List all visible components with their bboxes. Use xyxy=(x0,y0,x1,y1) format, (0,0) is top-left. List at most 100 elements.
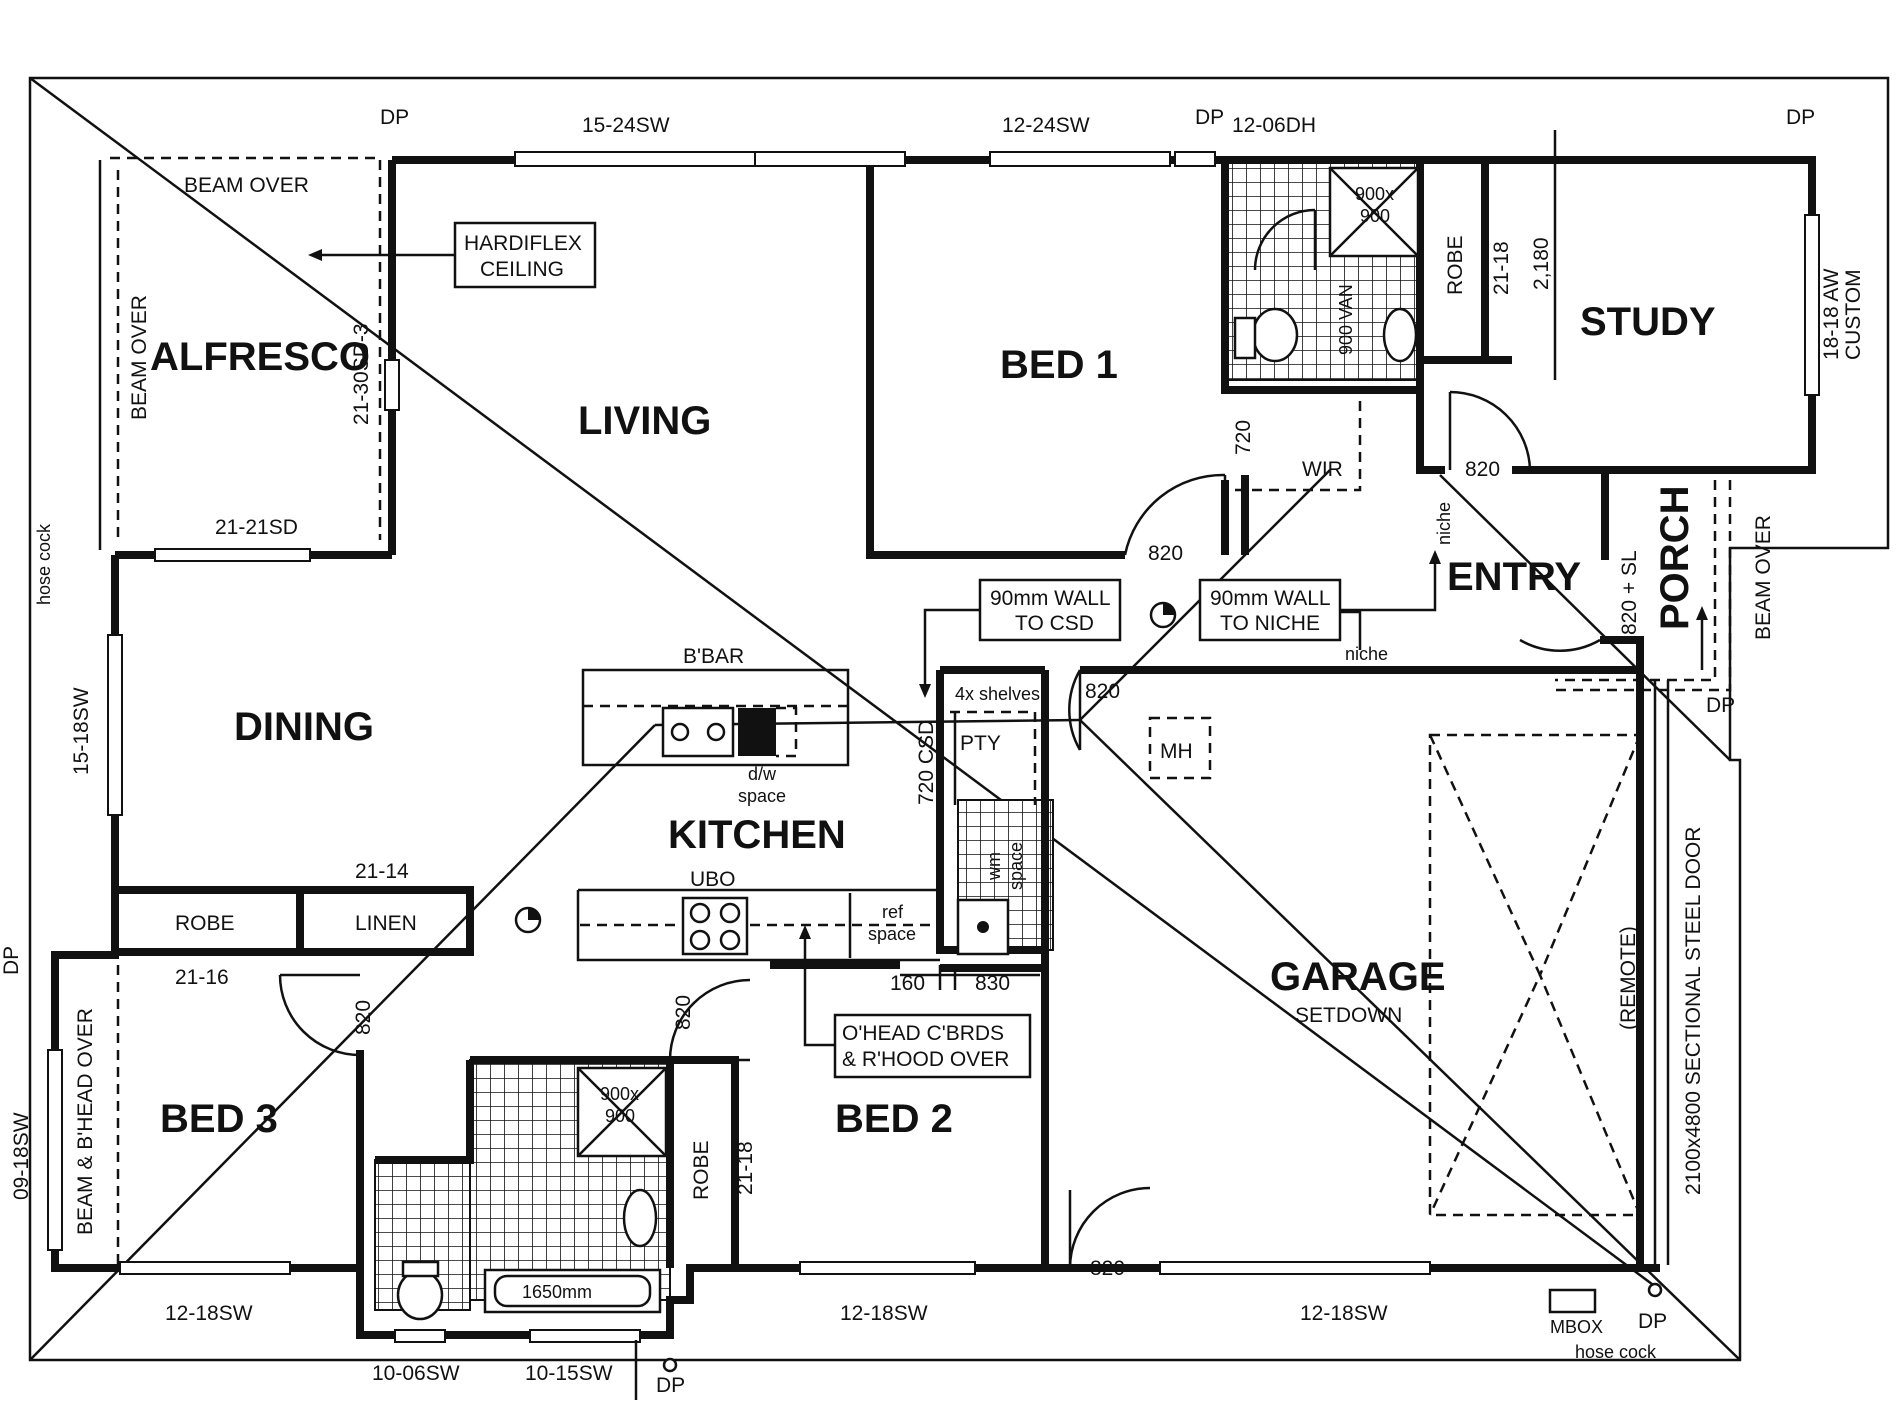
window-12-18sw-b: 12-18SW xyxy=(840,1302,928,1325)
beam-over-porch: BEAM OVER xyxy=(1752,515,1775,640)
beam-bhead-over: BEAM & B'HEAD OVER xyxy=(74,1008,97,1235)
bath-shower-size-a: 900x xyxy=(600,1084,639,1104)
wall-csd-line2: TO CSD xyxy=(1015,612,1094,635)
hose-cock-left: hose cock xyxy=(34,523,54,605)
wm-line1: wm xyxy=(984,852,1004,881)
dim-160: 160 xyxy=(890,972,925,995)
room-wir: WIR xyxy=(1302,458,1343,481)
wall-csd-line1: 90mm WALL xyxy=(990,587,1111,610)
window-21-14: 21-14 xyxy=(355,860,409,883)
downpipe-3: DP xyxy=(1786,106,1815,129)
downpipe-4: DP xyxy=(1706,694,1735,717)
linen-label: LINEN xyxy=(355,912,417,935)
wall-niche-line1: 90mm WALL xyxy=(1210,587,1331,610)
ensuite: 900x 900 900 VAN xyxy=(1233,166,1420,363)
window-12-24sw: 12-24SW xyxy=(1002,114,1090,137)
dim-830: 830 xyxy=(975,972,1010,995)
wir: WIR 720 820 xyxy=(1123,400,1362,565)
dim-820-bed1: 820 xyxy=(1148,542,1183,565)
room-bed1: BED 1 xyxy=(1000,343,1118,387)
ensuite-vanity: 900 VAN xyxy=(1336,284,1356,355)
room-garage: GARAGE xyxy=(1270,955,1446,999)
niche-top: niche xyxy=(1434,502,1454,545)
garage-setdown: SETDOWN xyxy=(1295,1004,1402,1027)
window-15-18sw: 15-18SW xyxy=(70,687,93,775)
alfresco: BEAM OVER BEAM OVER ALFRESCO 21-30SD-3 2… xyxy=(98,156,597,550)
room-living: LIVING xyxy=(578,399,711,443)
ubo-label: UBO xyxy=(690,868,736,891)
wm-line2: space xyxy=(1006,842,1026,890)
sectional-door-label: 2100x4800 SECTIONAL STEEL DOOR xyxy=(1682,827,1705,1195)
niche-bottom: niche xyxy=(1345,644,1388,664)
room-study: STUDY xyxy=(1580,300,1716,344)
window-21-18-bed2: 21-18 xyxy=(734,1141,757,1195)
bathroom: 900x 900 1650mm 820 xyxy=(396,978,751,1321)
dim-720-wir: 720 xyxy=(1232,420,1255,455)
window-12-18sw-c: 12-18SW xyxy=(1300,1302,1388,1325)
window-21-16: 21-16 xyxy=(175,966,229,989)
room-alfresco: ALFRESCO xyxy=(150,335,370,379)
breakfast-bar: B'BAR d/w space xyxy=(581,645,850,806)
hardiflex-note-line2: CEILING xyxy=(480,258,564,281)
kitchen-bench: UBO ref space xyxy=(576,868,1010,962)
porch-door-820sl: 820 + SL xyxy=(1618,550,1641,635)
robe-bed2-label: ROBE xyxy=(690,1140,713,1200)
room-pty: PTY xyxy=(960,732,1001,755)
garage: MH GARAGE SETDOWN (REMOTE) 2100x4800 SEC… xyxy=(1068,680,1705,1280)
downpipe-5: DP xyxy=(0,946,23,975)
hardiflex-note-line1: HARDIFLEX xyxy=(464,232,582,255)
window-10-06sw: 10-06SW xyxy=(372,1362,460,1385)
study-dim-2180: 2,180 xyxy=(1530,237,1553,290)
room-dining: DINING xyxy=(234,705,374,749)
downpipe-7: DP xyxy=(1638,1310,1667,1333)
hose-cock-bottom: hose cock xyxy=(1575,1342,1657,1362)
room-entry: ENTRY xyxy=(1447,555,1581,599)
dim-820-study: 820 xyxy=(1465,458,1500,481)
window-21-21sd: 21-21SD xyxy=(215,516,298,539)
ensuite-shower-size-b: 900 xyxy=(1360,206,1390,226)
wall-niche-line2: TO NICHE xyxy=(1220,612,1320,635)
dim-820-bed3: 820 xyxy=(352,1000,375,1035)
robe-top-label: ROBE xyxy=(1444,235,1467,295)
garage-remote: (REMOTE) xyxy=(1617,926,1640,1030)
downpipe-1: DP xyxy=(380,106,409,129)
bath-size: 1650mm xyxy=(522,1282,592,1302)
dim-820-garage: 820 xyxy=(1090,1257,1125,1280)
window-10-15sw: 10-15SW xyxy=(525,1362,613,1385)
room-kitchen: KITCHEN xyxy=(668,813,846,857)
pantry-shelves: 4x shelves xyxy=(955,684,1040,704)
downpipe-6: DP xyxy=(656,1374,685,1397)
pantry: 4x shelves PTY 720 CSD wm space 820 xyxy=(915,669,1120,890)
window-12-18sw-a: 12-18SW xyxy=(165,1302,253,1325)
room-mh: MH xyxy=(1160,740,1193,763)
oh-note: O'HEAD C'BRDS & R'HOOD OVER 160 830 xyxy=(799,925,1040,1079)
window-21-30sd-3: 21-30SD-3 xyxy=(350,323,373,425)
windows xyxy=(47,151,1820,1343)
window-15-24sw: 15-24SW xyxy=(582,114,670,137)
robe-mid-label: ROBE xyxy=(175,912,235,935)
beam-over-top-label: BEAM OVER xyxy=(184,174,309,197)
bbar-label: B'BAR xyxy=(683,645,744,668)
dim-820-pty: 820 xyxy=(1085,680,1120,703)
window-21-18-top: 21-18 xyxy=(1490,241,1513,295)
dw-line1: d/w xyxy=(748,764,777,784)
bed3: BED 3 BEAM & B'HEAD OVER 09-18SW 820 xyxy=(10,965,375,1265)
ref-line2: space xyxy=(868,924,916,944)
room-bed2: BED 2 xyxy=(835,1097,953,1141)
room-bed3: BED 3 xyxy=(160,1097,278,1141)
window-12-06dh: 12-06DH xyxy=(1232,114,1316,137)
window-09-18sw: 09-18SW xyxy=(10,1112,33,1200)
window-custom: CUSTOM xyxy=(1842,269,1865,360)
room-porch: PORCH xyxy=(1653,486,1697,630)
ref-line1: ref xyxy=(882,902,904,922)
wall-notes: 90mm WALL TO CSD 90mm WALL TO NICHE xyxy=(919,550,1441,698)
dw-line2: space xyxy=(738,786,786,806)
oh-line1: O'HEAD C'BRDS xyxy=(842,1022,1004,1045)
beam-over-left-label: BEAM OVER xyxy=(128,295,151,420)
porch: PORCH 820 + SL BEAM OVER DP xyxy=(1519,470,1775,717)
dim-820-bath: 820 xyxy=(672,995,695,1030)
csd-720: 720 CSD xyxy=(915,720,938,805)
study-door: 820 xyxy=(1448,390,1532,481)
window-18-18aw: 18-18 AW xyxy=(1820,268,1843,360)
